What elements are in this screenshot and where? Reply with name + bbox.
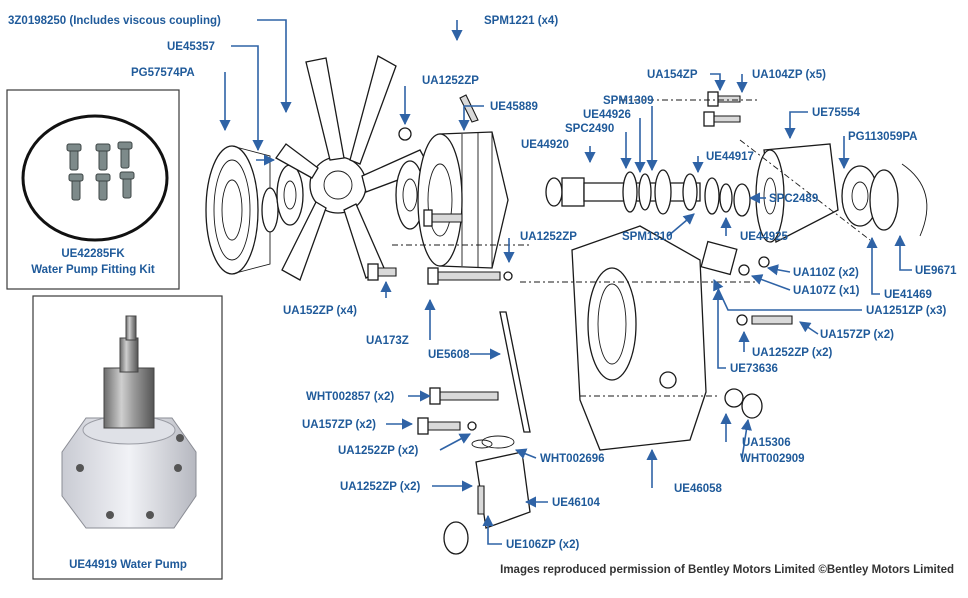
label-ua1251zp: UA1251ZP (x3) bbox=[866, 305, 946, 317]
label-ua107z: UA107Z (x1) bbox=[793, 285, 860, 297]
water-pump-caption: UE44919 Water Pump bbox=[69, 559, 187, 571]
fitting-kit-panel: UE42285FK Water Pump Fitting Kit bbox=[6, 89, 180, 290]
water-pump-image bbox=[61, 315, 197, 529]
kit-bolts-image bbox=[66, 141, 135, 201]
label-ua1252zp-top: UA1252ZP bbox=[422, 75, 479, 87]
impeller bbox=[841, 163, 928, 237]
label-ue44917: UE44917 bbox=[706, 151, 754, 163]
label-ue41469: UE41469 bbox=[884, 289, 932, 301]
label-ua15306: UA15306 bbox=[742, 437, 791, 449]
label-ua1252zp-mid: UA1252ZP bbox=[520, 231, 577, 243]
label-wht002909: WHT002909 bbox=[740, 453, 805, 465]
kit-caption: Water Pump Fitting Kit bbox=[31, 264, 155, 276]
kit-part-number: UE42285FK bbox=[61, 248, 125, 260]
label-ua152zp: UA152ZP (x4) bbox=[283, 305, 357, 317]
label-wht002857: WHT002857 (x2) bbox=[306, 391, 394, 403]
label-ue45357: UE45357 bbox=[167, 41, 215, 53]
label-ue44925: UE44925 bbox=[740, 231, 789, 243]
label-ue73636: UE73636 bbox=[730, 363, 778, 375]
pulley-flange bbox=[276, 164, 304, 226]
label-ue44926: UE44926 bbox=[583, 109, 631, 121]
label-fan-coupling: 3Z0198250 (Includes viscous coupling) bbox=[8, 15, 221, 27]
triple-pulley bbox=[417, 131, 509, 269]
fan-viscous-coupling bbox=[205, 145, 279, 275]
copyright-credit: Images reproduced permission of Bentley … bbox=[500, 564, 954, 576]
label-wht002696: WHT002696 bbox=[540, 453, 605, 465]
bypass-tube bbox=[499, 311, 531, 433]
label-spc2489: SPC2489 bbox=[769, 193, 818, 205]
label-ua1252zp-x2-right: UA1252ZP (x2) bbox=[752, 347, 832, 359]
label-spm1310: SPM1310 bbox=[622, 231, 673, 243]
small-hardware bbox=[367, 91, 871, 515]
leader-arrows bbox=[219, 19, 912, 545]
pump-housing-cover bbox=[755, 143, 839, 244]
part-labels: 3Z0198250 (Includes viscous coupling) UE… bbox=[8, 15, 957, 551]
fan-blade bbox=[275, 55, 431, 281]
label-ue45889: UE45889 bbox=[490, 101, 538, 113]
label-ue5608: UE5608 bbox=[428, 349, 470, 361]
label-spm1309: SPM1309 bbox=[603, 95, 654, 107]
label-ue9671: UE9671 bbox=[915, 265, 957, 277]
label-spm1221: SPM1221 (x4) bbox=[484, 15, 558, 27]
gasket-ring-image bbox=[21, 114, 169, 242]
label-pg57574pa: PG57574PA bbox=[131, 67, 195, 79]
pump-shaft-assembly bbox=[545, 169, 751, 217]
label-ua1252zp-x2-left: UA1252ZP (x2) bbox=[338, 445, 418, 457]
label-ua157zp-left: UA157ZP (x2) bbox=[302, 419, 376, 431]
label-ua1252zp-x2-bottom: UA1252ZP (x2) bbox=[340, 481, 420, 493]
thermostat-elbow bbox=[443, 435, 531, 555]
label-ua173z: UA173Z bbox=[366, 335, 409, 347]
label-spc2490: SPC2490 bbox=[565, 123, 614, 135]
label-ua104zp: UA104ZP (x5) bbox=[752, 69, 826, 81]
water-pump-panel: UE44919 Water Pump bbox=[32, 295, 223, 580]
label-ue75554: UE75554 bbox=[812, 107, 861, 119]
label-ua157zp-right: UA157ZP (x2) bbox=[820, 329, 894, 341]
label-ua110z: UA110Z (x2) bbox=[793, 267, 859, 279]
label-ue44920: UE44920 bbox=[521, 139, 569, 151]
label-ua154zp: UA154ZP bbox=[647, 69, 698, 81]
label-pg113059pa: PG113059PA bbox=[848, 131, 917, 143]
label-ue46104: UE46104 bbox=[552, 497, 601, 509]
label-ue106zp: UE106ZP (x2) bbox=[506, 539, 579, 551]
label-ue46058: UE46058 bbox=[674, 483, 723, 495]
